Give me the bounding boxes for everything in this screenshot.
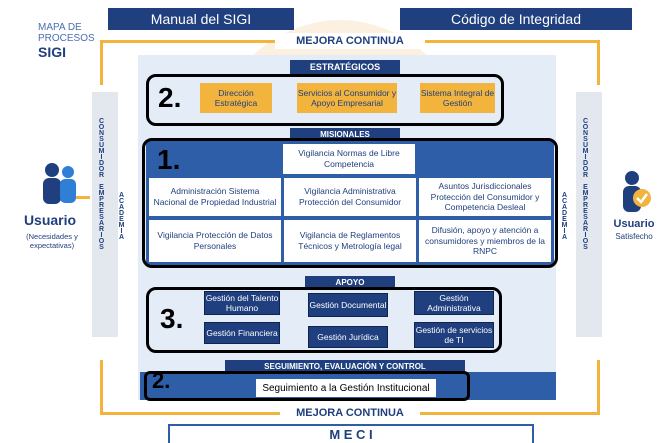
usuario-left-icon	[22, 162, 86, 206]
mejora-top-label: MEJORA CONTINUA	[275, 33, 425, 49]
annotation-number-1: 1.	[157, 144, 181, 175]
mejora-bottom-right-vertical	[597, 360, 600, 415]
usuario-left-title: Usuario	[23, 212, 77, 228]
mejora-top-left-vertical	[100, 40, 103, 85]
apoyo-header: APOYO	[305, 276, 395, 288]
right-consumidor-column	[576, 92, 602, 337]
misional-top-item[interactable]: Vigilancia Normas de Libre Competencia	[283, 144, 415, 174]
left-academia-text: ACADEMIA	[118, 192, 125, 240]
misional-row2-item-2[interactable]: Vigilancia de Reglamentos Técnicos y Met…	[284, 220, 416, 262]
mejora-top-right-vertical	[597, 40, 600, 85]
meci-bar: M E C I	[168, 424, 534, 443]
apoyo-juridica[interactable]: Gestión Jurídica	[308, 326, 388, 348]
usuario-right-title: Usuario	[613, 218, 655, 230]
estrategico-item-1[interactable]: Dirección Estratégica	[200, 83, 272, 113]
estrategico-item-2[interactable]: Servicios al Consumidor y Apoyo Empresar…	[297, 83, 397, 113]
mejora-bottom-left-vertical	[100, 360, 103, 415]
left-consumidor-column	[92, 92, 118, 337]
seguimiento-item[interactable]: Seguimiento a la Gestión Institucional	[256, 379, 436, 397]
apoyo-administrativa[interactable]: Gestión Administrativa	[414, 291, 494, 315]
usuario-right-sub: Satisfecho	[615, 232, 653, 241]
apoyo-servicios-ti[interactable]: Gestión de servicios de TI	[414, 322, 494, 348]
misional-row1-item-1[interactable]: Administración Sistema Nacional de Propi…	[149, 178, 281, 216]
left-consumidor-text: CONSUMIDOR EMPRESARIOS	[98, 118, 105, 250]
apoyo-financiera[interactable]: Gestión Financiera	[204, 322, 280, 344]
estrategicos-header: ESTRATÉGICOS	[290, 60, 400, 74]
annotation-box-2-bottom	[144, 371, 470, 401]
apoyo-talento-humano[interactable]: Gestión del Talento Humano	[204, 291, 280, 315]
right-consumidor-text: CONSUMIDOR EMPRESARIOS	[582, 118, 589, 250]
mapa-procesos-label: MAPA DE PROCESOS SIGI	[38, 22, 108, 60]
apoyo-documental[interactable]: Gestión Documental	[308, 293, 388, 317]
mapa-line1: MAPA DE	[38, 22, 82, 33]
mapa-line2: PROCESOS	[38, 33, 95, 44]
usuario-left-sub: (Necesidades y expectativas)	[26, 232, 78, 250]
misional-row2-item-1[interactable]: Vigilancia Protección de Datos Personale…	[149, 220, 281, 262]
left-arrow	[76, 196, 90, 199]
usuario-right-icon	[612, 170, 656, 214]
estrategico-item-3[interactable]: Sistema Integral de Gestión	[420, 83, 495, 113]
mejora-bottom-label: MEJORA CONTINUA	[280, 405, 420, 421]
annotation-box-2-top	[146, 74, 504, 126]
misional-row2-item-3[interactable]: Difusión, apoyo y atención a consumidore…	[419, 220, 551, 262]
codigo-integridad-bar[interactable]: Código de Integridad	[400, 8, 632, 30]
mapa-sigi: SIGI	[38, 44, 67, 60]
right-academia-text: ACADEMIA	[561, 192, 568, 240]
misional-row1-item-2[interactable]: Vigilancia Administrativa Protección del…	[284, 178, 416, 216]
annotation-box-1	[142, 138, 558, 268]
annotation-number-2-top: 2.	[158, 82, 182, 113]
annotation-number-3: 3.	[160, 303, 184, 334]
annotation-number-2-bottom: 2.	[152, 368, 171, 393]
misional-row1-item-3[interactable]: Asuntos Jurisdiccionales Protección del …	[419, 178, 551, 216]
misionales-header: MISIONALES	[290, 128, 400, 140]
manual-sigi-bar[interactable]: Manual del SIGI	[108, 8, 294, 30]
seguimiento-header: SEGUIMIENTO, EVALUACIÓN Y CONTROL	[225, 360, 465, 372]
annotation-box-3	[146, 287, 502, 353]
